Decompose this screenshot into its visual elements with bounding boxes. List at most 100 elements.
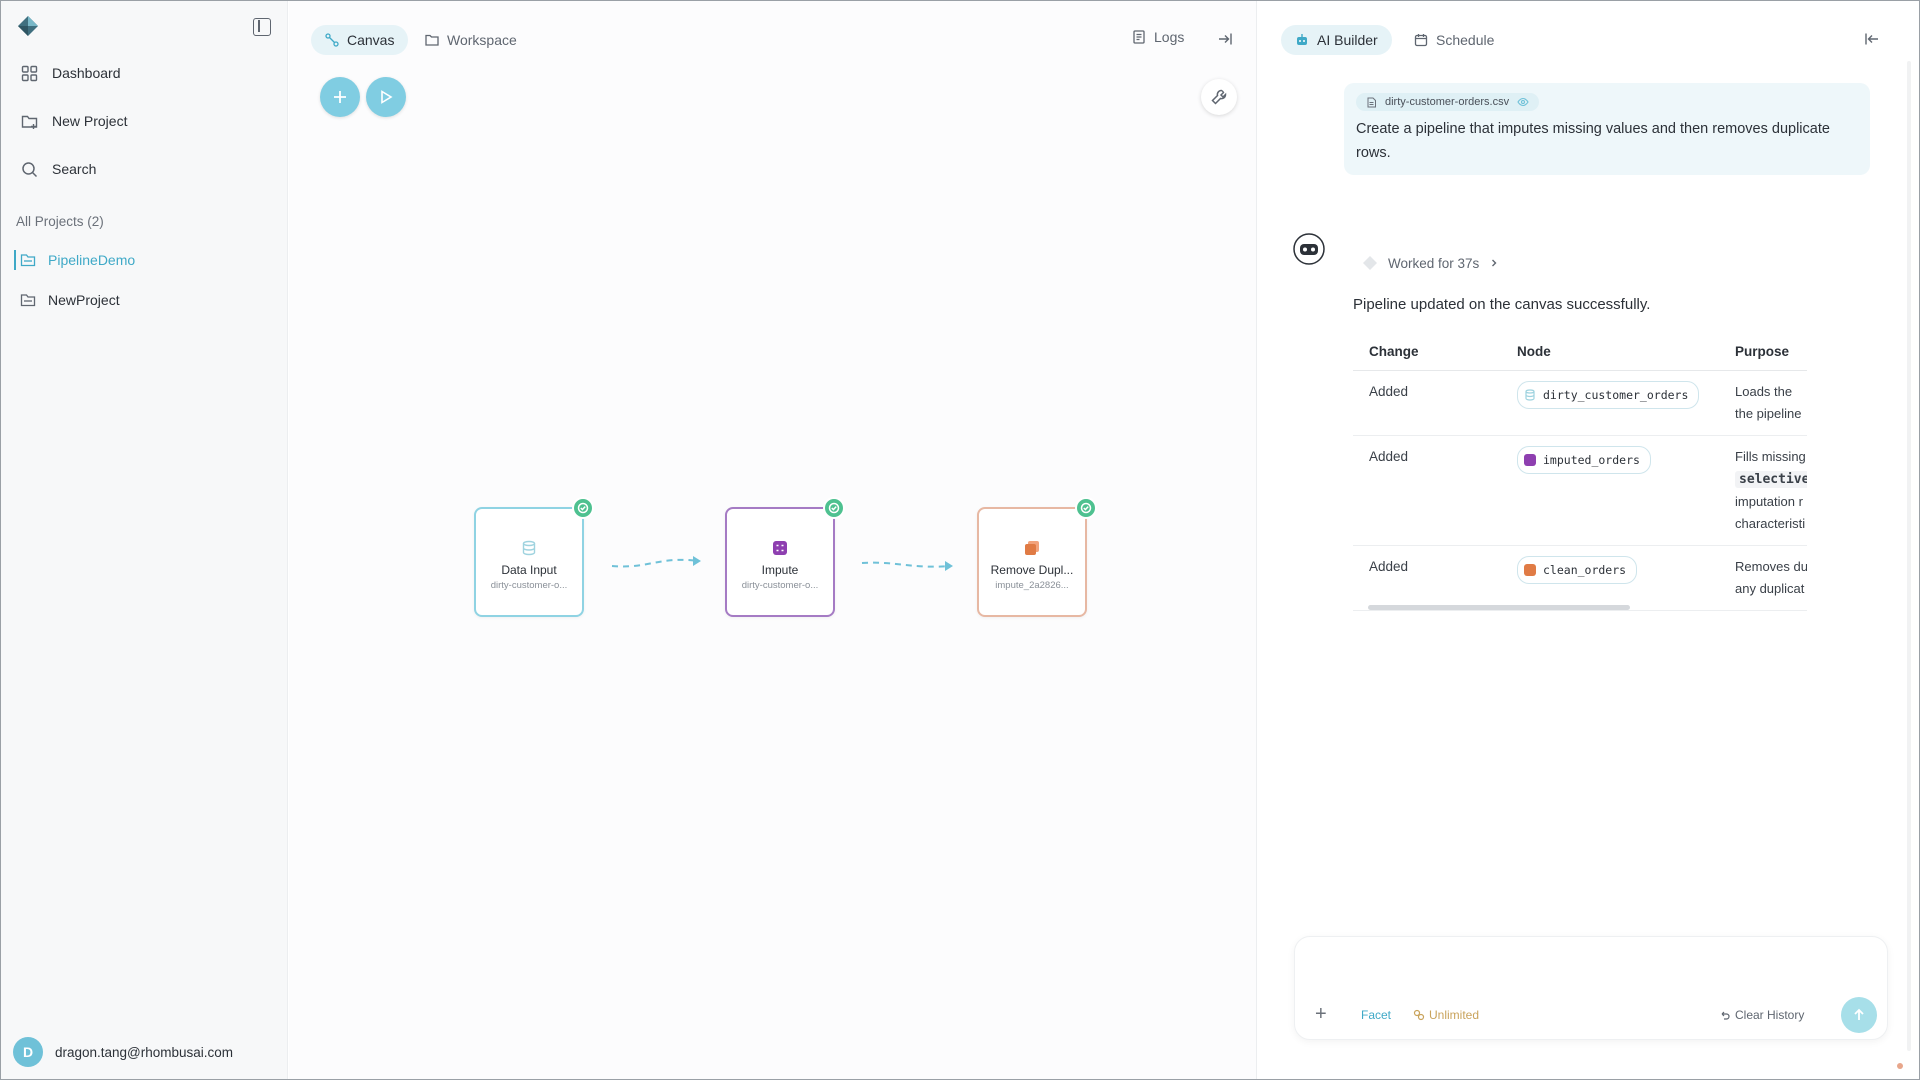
change-cell: Added (1353, 435, 1501, 546)
project-item-newproject[interactable]: NewProject (14, 287, 276, 313)
column-header: Change (1353, 334, 1501, 371)
node-remove-duplicates[interactable]: Remove Dupl... impute_2a2826... (977, 497, 1097, 617)
all-projects-label: All Projects (2) (16, 214, 104, 229)
impute-icon (771, 539, 789, 557)
impute-icon (1524, 453, 1536, 466)
calendar-icon (1414, 34, 1428, 47)
send-button[interactable] (1841, 997, 1877, 1033)
ai-builder-panel: AI Builder Schedule dirty-customer-order… (1258, 1, 1919, 1079)
file-icon (1367, 97, 1376, 107)
project-label: PipelineDemo (48, 252, 136, 268)
nav-label: Search (52, 161, 97, 177)
purpose-text: characteristi (1735, 515, 1806, 531)
purpose-text: the pipeline (1735, 405, 1802, 421)
tab-schedule[interactable]: Schedule (1400, 25, 1508, 55)
nav-search[interactable]: Search (21, 157, 96, 181)
table-row: Added dirty_customer_orders Loads the (1353, 370, 1807, 436)
nav-label: Dashboard (52, 65, 121, 81)
node-chip[interactable]: imputed_orders (1517, 445, 1651, 474)
worked-label: Worked for 37s (1388, 255, 1480, 271)
changes-table: Change Node Purpose Added d (1353, 334, 1807, 614)
check-icon (823, 497, 845, 519)
add-node-button[interactable] (320, 77, 360, 117)
database-icon (1525, 388, 1535, 401)
node-chip[interactable]: dirty_customer_orders (1517, 380, 1700, 409)
node-title: Remove Dupl... (990, 563, 1074, 577)
node-chip[interactable]: clean_orders (1517, 555, 1638, 584)
node-chip-label: imputed_orders (1543, 452, 1640, 467)
logs-icon (1133, 30, 1145, 44)
table-horizontal-scrollbar[interactable] (1368, 605, 1630, 610)
node-impute[interactable]: Impute dirty-customer-o... (725, 497, 845, 617)
purpose-code: selective (1735, 470, 1807, 488)
worked-for-toggle[interactable]: Worked for 37s (1362, 255, 1499, 271)
user-email: dragon.tang@rhombusai.com (55, 1044, 234, 1060)
tab-ai-builder[interactable]: AI Builder (1281, 25, 1392, 55)
status-message: Pipeline updated on the canvas successfu… (1353, 296, 1651, 313)
edge-input-impute (611, 558, 700, 568)
unlimited-label: Unlimited (1429, 1008, 1480, 1022)
edge-arrow-icon (693, 556, 701, 566)
nav-dashboard[interactable]: Dashboard (21, 61, 121, 85)
node-subtitle: dirty-customer-o... (741, 580, 819, 591)
facet-button[interactable]: Facet (1361, 1008, 1392, 1022)
status-dot-icon (1897, 1063, 1903, 1069)
project-label: NewProject (48, 292, 120, 308)
edge-impute-remove (861, 561, 952, 568)
wrench-icon (1211, 89, 1227, 105)
folder-icon (20, 294, 36, 307)
app-logo-icon[interactable] (17, 15, 39, 37)
chat-input[interactable] (1313, 951, 1873, 991)
node-chip-label: dirty_customer_orders (1543, 387, 1689, 402)
search-icon (22, 161, 38, 177)
logs-button[interactable]: Logs (1132, 29, 1184, 45)
attached-file-chip[interactable]: dirty-customer-orders.csv (1356, 93, 1540, 111)
dashboard-icon (21, 65, 38, 81)
dedupe-icon (1524, 563, 1536, 576)
node-subtitle: impute_2a2826... (995, 580, 1069, 591)
database-icon (520, 539, 538, 557)
file-name: dirty-customer-orders.csv (1385, 96, 1510, 108)
avatar: D (13, 1037, 43, 1067)
eye-icon[interactable] (1517, 96, 1529, 108)
canvas-icon (325, 33, 339, 47)
robot-icon (1297, 34, 1307, 45)
purpose-text: imputation r (1735, 493, 1803, 509)
user-message-text: Create a pipeline that imputes missing v… (1356, 120, 1830, 161)
sidebar-toggle-icon[interactable] (253, 18, 271, 36)
user-message: dirty-customer-orders.csv Create a pipel… (1344, 83, 1870, 175)
window-scrollbar[interactable] (1907, 61, 1911, 1051)
tab-label: Workspace (447, 32, 517, 48)
purpose-text: any duplicat (1735, 580, 1805, 596)
tab-workspace[interactable]: Workspace (411, 25, 531, 55)
canvas-panel: Canvas Workspace Logs (289, 1, 1257, 1079)
nav-new-project[interactable]: New Project (21, 109, 127, 133)
folder-icon (20, 254, 36, 267)
user-account[interactable]: D dragon.tang@rhombusai.com (13, 1037, 233, 1067)
new-project-icon (21, 115, 38, 129)
node-chip-label: clean_orders (1543, 562, 1627, 577)
logs-label: Logs (1154, 29, 1185, 45)
attach-plus-icon[interactable]: + (1315, 1003, 1327, 1025)
sidebar: Dashboard New Project Search All Project… (1, 1, 288, 1079)
check-icon (1075, 497, 1097, 519)
tab-label: AI Builder (1317, 32, 1378, 48)
clear-history-label: Clear History (1735, 1008, 1805, 1022)
clear-history-button[interactable]: Clear History (1719, 1008, 1804, 1022)
expand-panel-icon[interactable] (1217, 31, 1233, 47)
diamond-icon (1363, 256, 1377, 270)
tab-canvas[interactable]: Canvas (311, 25, 409, 55)
folder-icon (425, 34, 439, 46)
unlimited-button[interactable]: Unlimited (1413, 1008, 1479, 1022)
run-pipeline-button[interactable] (366, 77, 406, 117)
check-icon (572, 497, 594, 519)
edge-arrow-icon (945, 561, 953, 571)
tools-button[interactable] (1201, 79, 1237, 115)
bot-avatar-icon (1293, 233, 1325, 265)
table-row: Added clean_orders Removes du any duplic… (1353, 545, 1807, 611)
node-data-input[interactable]: Data Input dirty-customer-o... (474, 497, 594, 617)
change-cell: Added (1353, 545, 1501, 611)
collapse-panel-icon[interactable] (1864, 31, 1880, 47)
project-item-pipelinedemo[interactable]: PipelineDemo (14, 247, 276, 273)
